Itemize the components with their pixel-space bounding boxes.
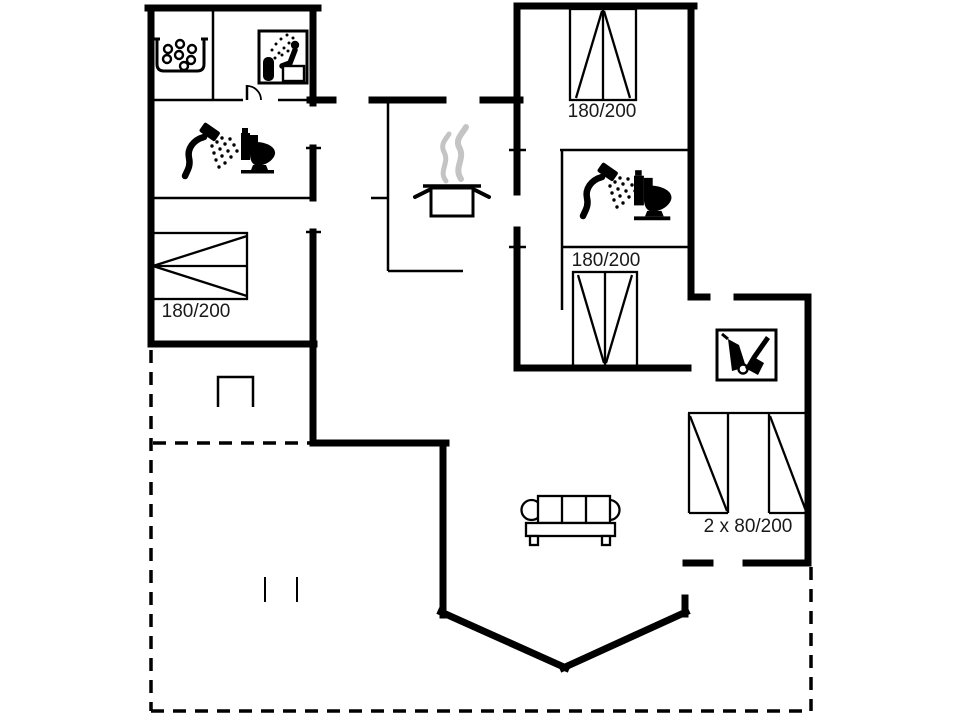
double-bed-left (150, 231, 249, 301)
sofa-icon (520, 494, 621, 547)
bed-label-left: 180/200 (162, 301, 231, 322)
exterior-walls (144, 2, 812, 673)
terrace-step-marks (264, 577, 298, 602)
door-swing-icon (246, 85, 262, 101)
bathroom2-shower-icon (583, 162, 637, 216)
double-bed-mid-right (571, 270, 639, 368)
bed-label-top-right: 180/200 (568, 101, 637, 122)
terrace-grill (216, 375, 255, 407)
bathroom1-shower-icon (185, 122, 239, 176)
sauna-icon (257, 29, 309, 85)
bed-label-mid-right: 180/200 (572, 250, 641, 271)
bathroom2-toilet-icon (634, 170, 672, 221)
steam-icon (440, 124, 469, 184)
cooking-pot-icon (413, 184, 491, 218)
double-bed-top-right (568, 7, 638, 102)
interior-walls (151, 8, 688, 310)
bathroom1-toilet-icon (241, 128, 276, 174)
beds-label-right-room: 2 x 80/200 (704, 516, 793, 537)
vacuum-broom-icon (715, 328, 778, 382)
terrace-boundary-dashed (149, 350, 813, 713)
single-beds-right (687, 411, 808, 515)
whirlpool-icon (153, 37, 208, 73)
